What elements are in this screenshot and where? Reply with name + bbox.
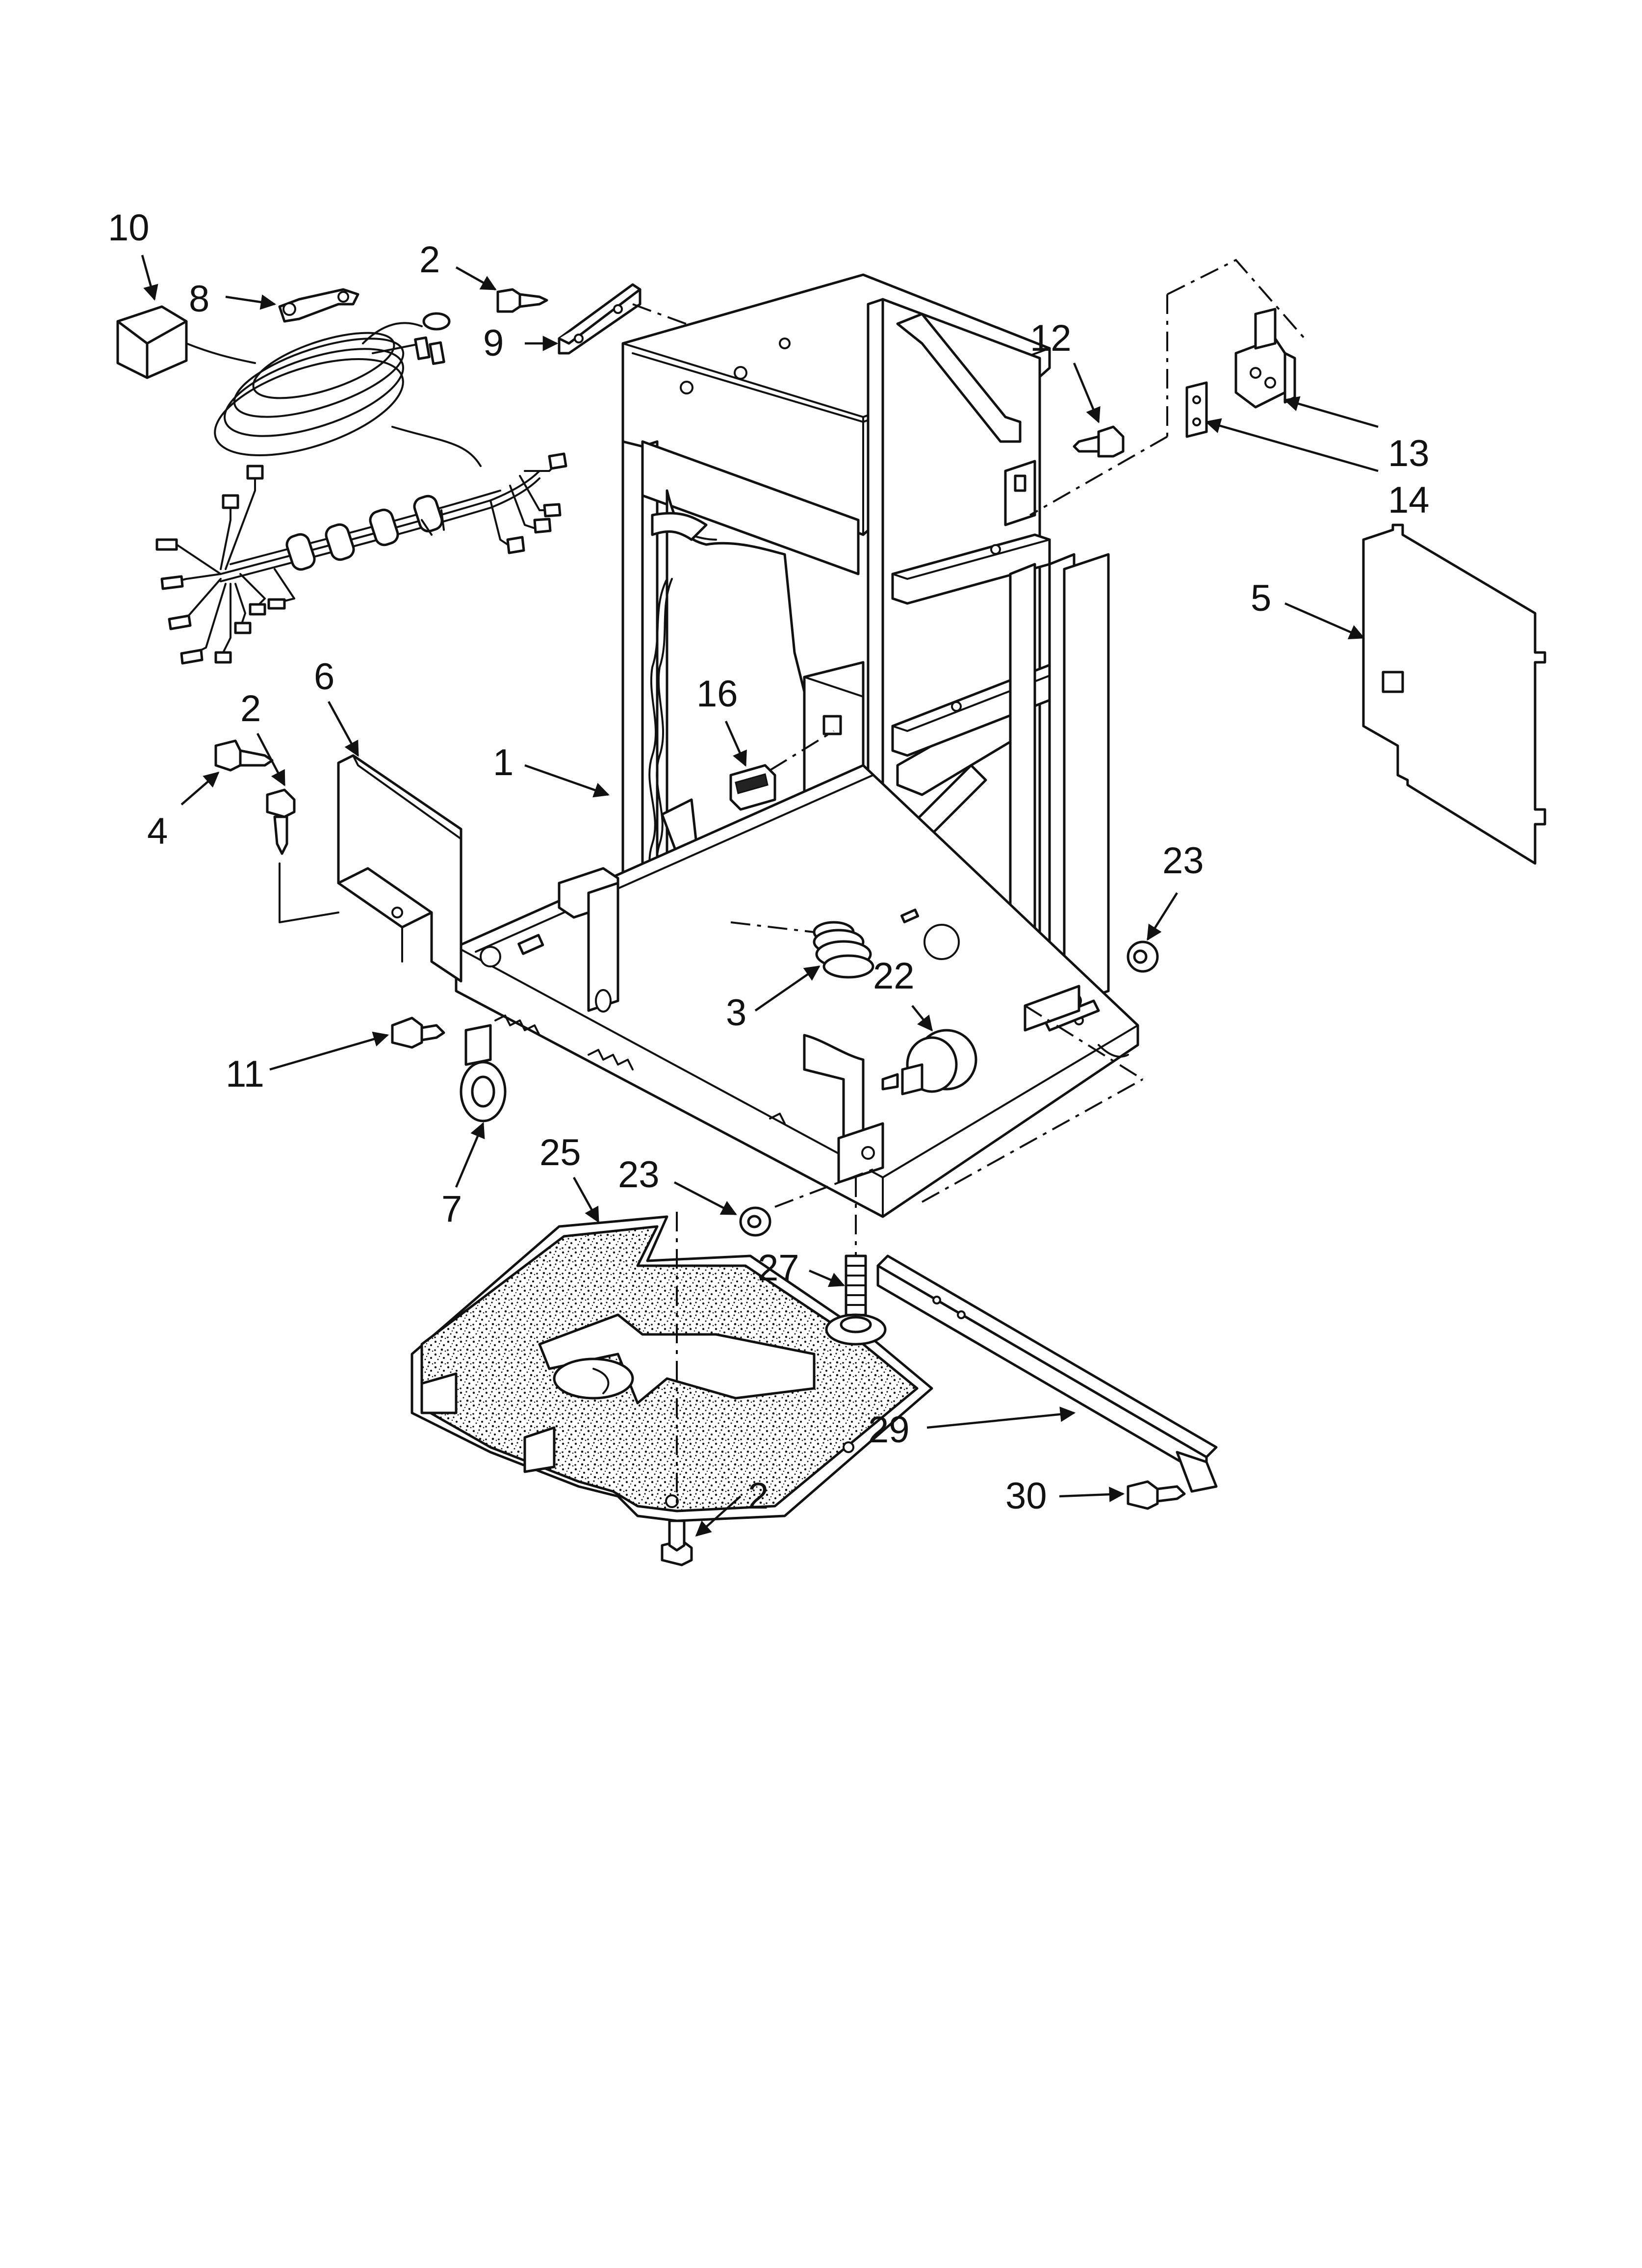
screw-part-4 (214, 739, 274, 772)
power-cord-part-10 (116, 305, 482, 467)
pressure-switch-part-22 (881, 1029, 977, 1095)
callout-12: 12 (1030, 317, 1072, 359)
rail-part-29 (876, 1078, 1218, 1493)
grommet-part-3 (730, 921, 874, 979)
callout-3: 3 (726, 992, 746, 1034)
callout-5: 5 (1251, 577, 1271, 619)
caster-part-7 (460, 1024, 507, 1122)
screw-part-11 (391, 1017, 445, 1049)
wire-harness (155, 452, 567, 665)
screw-part-12 (1073, 425, 1125, 458)
callout-25: 25 (539, 1132, 581, 1173)
nut-part-23-lower (739, 1167, 878, 1237)
nut-part-23-right (1127, 940, 1159, 973)
callout-22: 22 (873, 955, 915, 997)
callout-9: 9 (483, 322, 504, 364)
callout-27: 27 (758, 1247, 799, 1289)
panel-part-5 (1362, 523, 1546, 865)
callout-11: 11 (226, 1053, 264, 1095)
shield-part-6 (279, 754, 462, 983)
leader-lines (141, 255, 1379, 1537)
screw-part-30 (1127, 1480, 1186, 1510)
screw-part-2-top (496, 288, 548, 313)
screw-part-2-bottom (661, 1519, 693, 1566)
callout-7: 7 (441, 1188, 462, 1230)
switch-part-13 (1029, 259, 1306, 516)
leveling-leg-part-27 (825, 1177, 887, 1346)
mounting-plate-part-14 (1185, 381, 1208, 438)
cabinet-frame-part-1 (455, 273, 1144, 1218)
callout-labels: 10 8 2 9 12 13 14 5 1 16 2 6 4 23 3 22 1… (108, 207, 1430, 1517)
callout-16: 16 (696, 673, 738, 715)
callout-4: 4 (147, 810, 168, 852)
callout-14: 14 (1388, 479, 1430, 521)
callout-2-left: 2 (240, 688, 261, 730)
connector-part-16 (729, 730, 835, 811)
callout-13: 13 (1388, 433, 1430, 474)
callout-23-right: 23 (1162, 840, 1204, 882)
callout-2-bottom: 2 (748, 1475, 769, 1517)
callout-30: 30 (1005, 1475, 1047, 1517)
callout-23-lower: 23 (618, 1154, 660, 1196)
screw-part-2-left (266, 788, 296, 855)
cord-clamp-part-8 (278, 288, 359, 323)
insulation-base-part-25 (410, 1212, 933, 1522)
callout-10: 10 (108, 207, 150, 249)
callout-6: 6 (314, 656, 334, 698)
callout-2-top: 2 (419, 239, 440, 281)
callout-8: 8 (189, 278, 209, 320)
callout-1: 1 (493, 742, 513, 783)
callout-29: 29 (868, 1409, 910, 1451)
